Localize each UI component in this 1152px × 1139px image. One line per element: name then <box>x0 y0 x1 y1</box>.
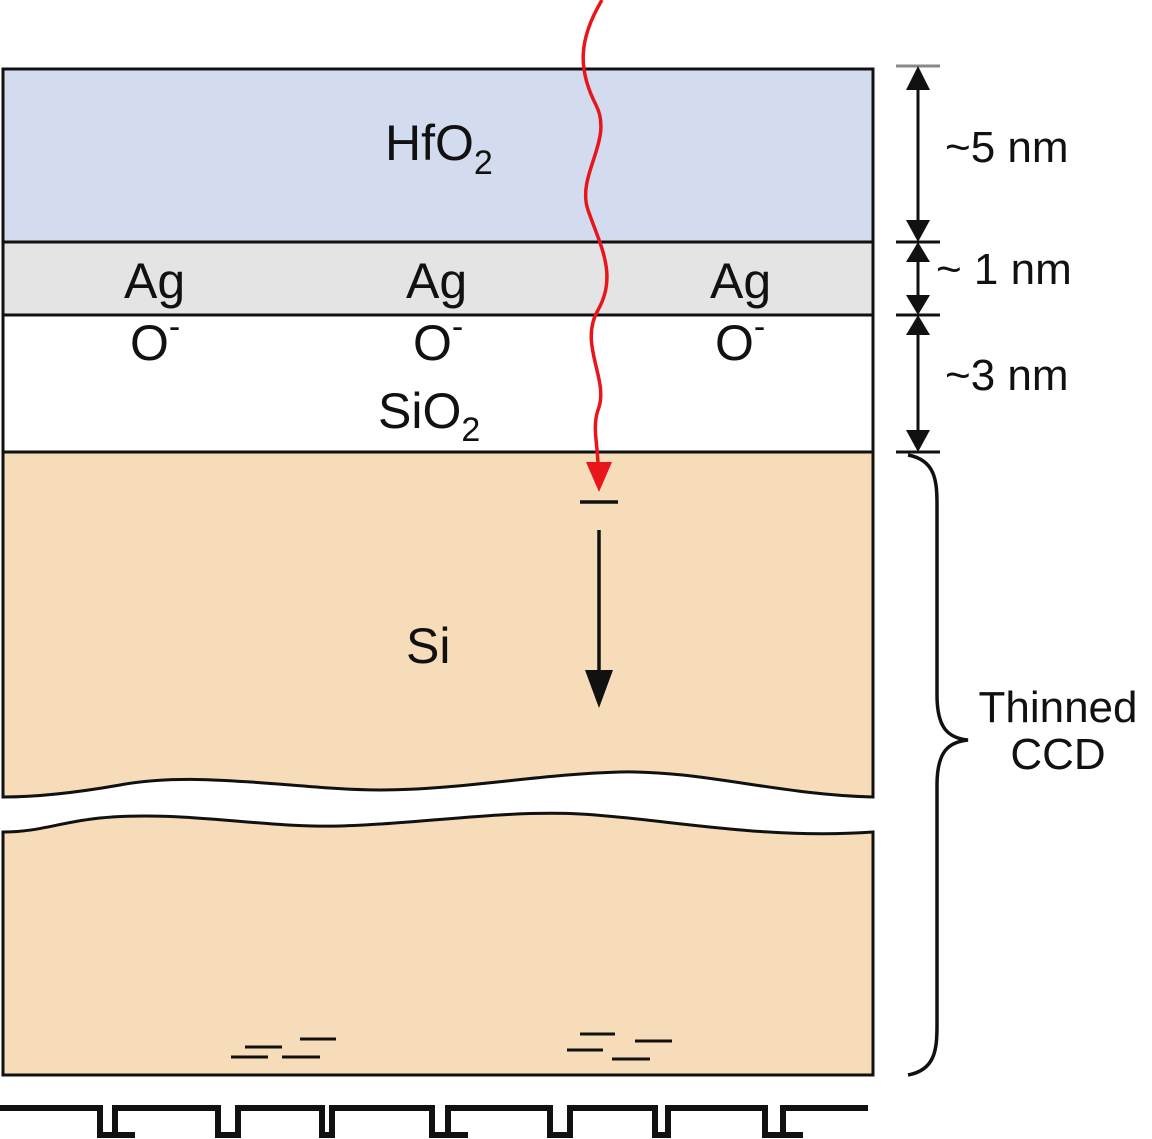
thinned-ccd-brace <box>907 453 969 1077</box>
dimension-arrowheads <box>906 66 930 452</box>
si-label: Si <box>406 618 450 674</box>
oxygen-ion-left: O- <box>130 308 180 371</box>
clock-waveform-icon <box>0 1105 868 1138</box>
photon-wavy-arrow-icon <box>581 0 609 467</box>
oxygen-ion-center: O- <box>413 308 463 371</box>
ag-layer <box>1 240 875 317</box>
dimension-label-ag: ~ 1 nm <box>936 245 1072 294</box>
dimension-label-sio2: ~3 nm <box>945 351 1069 400</box>
ag-label-center: Ag <box>406 253 467 309</box>
ag-label-left: Ag <box>124 253 185 309</box>
thinned-ccd-label-line2: CCD <box>1010 730 1105 779</box>
hfo2-label: HfO2 <box>385 115 493 182</box>
ag-label-right: Ag <box>710 253 771 309</box>
sio2-label: SiO2 <box>378 383 480 449</box>
oxygen-ion-right: O- <box>715 308 765 371</box>
hfo2-layer <box>1 67 875 244</box>
thinned-ccd-label-line1: Thinned <box>978 683 1137 732</box>
collected-charge-left <box>231 1037 336 1059</box>
photon-arrowhead <box>586 462 612 492</box>
dimension-label-hfo2: ~5 nm <box>945 123 1069 172</box>
collected-charge-right <box>567 1032 672 1061</box>
si-layer-lower <box>1 811 875 1077</box>
si-layer-upper <box>1 450 875 799</box>
down-arrow-icon <box>585 670 613 708</box>
